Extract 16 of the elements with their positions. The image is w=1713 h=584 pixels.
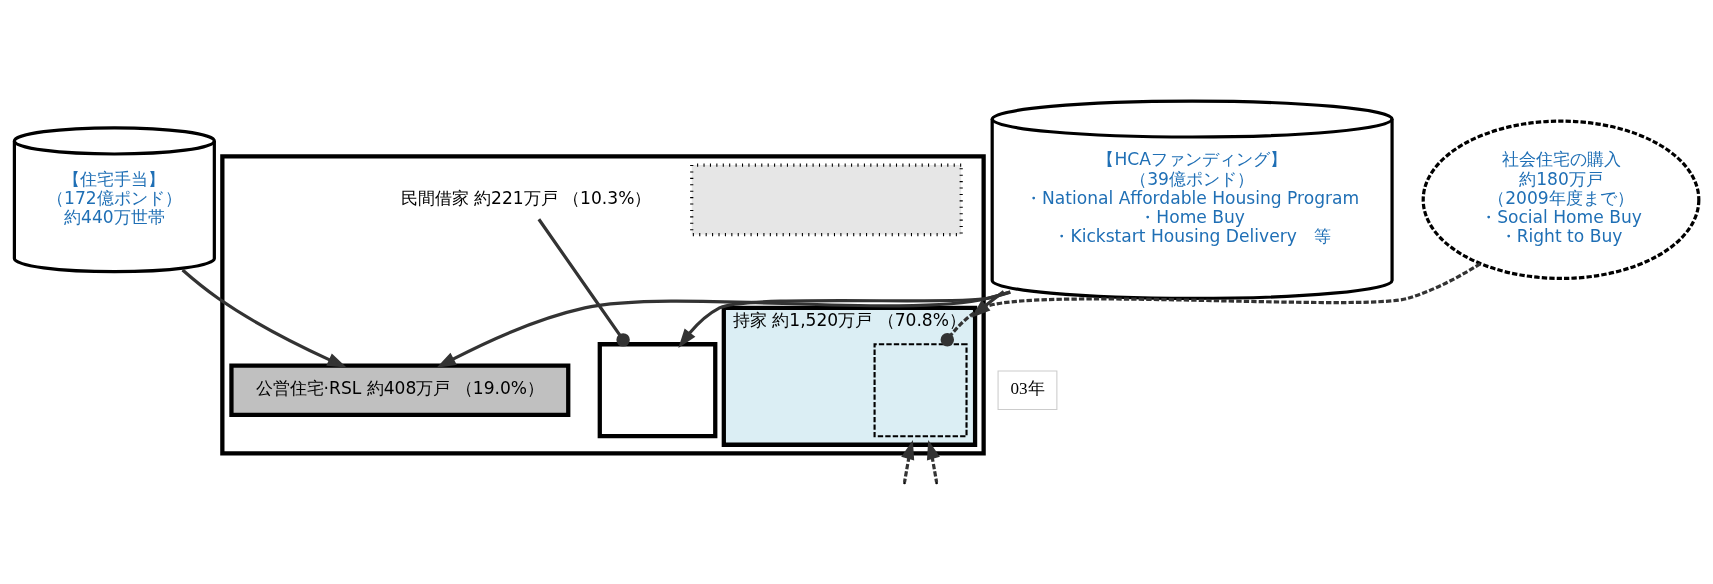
- connector: [537, 217, 630, 347]
- node-text: 民間借家 約221万戸 （10.3%）: [400, 187, 652, 208]
- arrow: [901, 439, 915, 482]
- node-box: [690, 162, 963, 236]
- node-ellipse: 社会住宅の購入 約180万戸 （2009年度まで） ・Social Home Buy ・Right to Buy: [1421, 119, 1701, 280]
- node-box: [597, 341, 718, 438]
- node-box: [873, 342, 968, 437]
- cluster: [220, 153, 986, 455]
- connector: [940, 261, 1481, 347]
- node-box: 公営住宅·RSL 約408万戸 （19.0%）: [229, 363, 571, 417]
- arrow: [926, 439, 940, 482]
- arrow: [678, 290, 1011, 348]
- arrow: [436, 290, 1011, 368]
- node-box: 03年: [997, 369, 1058, 410]
- arrow: [181, 268, 347, 367]
- cluster: 持家 約1,520万戸 （70.8%）: [721, 305, 978, 447]
